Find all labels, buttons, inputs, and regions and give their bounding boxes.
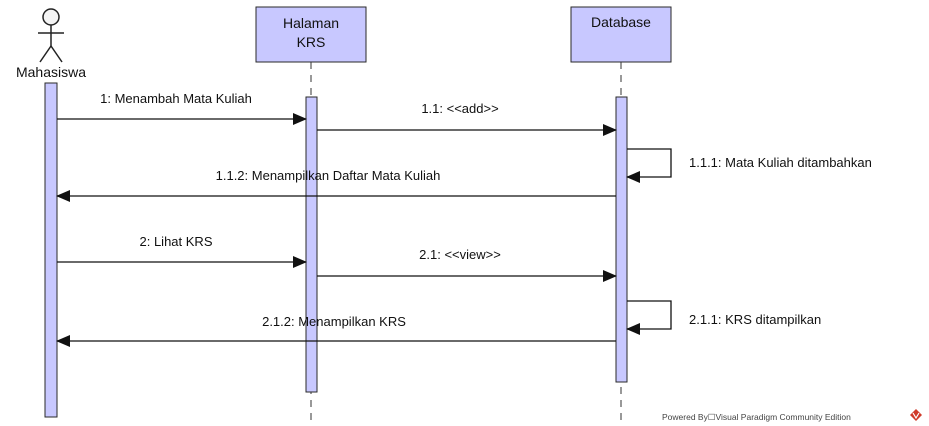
actor-label: Mahasiswa	[16, 64, 86, 80]
message-label: 2.1: <<view>>	[419, 247, 501, 262]
message-1-1: 1.1: <<add>>	[317, 101, 617, 136]
message-label: 1: Menambah Mata Kuliah	[100, 91, 252, 106]
lifeline-title-line2: KRS	[297, 34, 326, 50]
stick-figure-icon	[38, 8, 64, 63]
message-2: 2: Lihat KRS	[57, 234, 307, 268]
message-label: 1.1.2: Menampilkan Daftar Mata Kuliah	[216, 168, 441, 183]
activation-bar-mahasiswa	[44, 82, 58, 418]
message-self-arrow	[626, 300, 672, 335]
message-1-1-1-self: 1.1.1: Mata Kuliah ditambahkan	[626, 148, 872, 183]
message-label: 2: Lihat KRS	[140, 234, 213, 249]
message-2-1-1-self: 2.1.1: KRS ditampilkan	[626, 300, 821, 335]
message-label: 1.1.1: Mata Kuliah ditambahkan	[689, 155, 872, 170]
message-2-1: 2.1: <<view>>	[317, 247, 617, 282]
lifeline-title: Database	[591, 14, 651, 30]
message-label: 1.1: <<add>>	[421, 101, 498, 116]
lifeline-halaman-krs: Halaman KRS	[255, 6, 367, 420]
watermark: Powered By☐Visual Paradigm Community Edi…	[662, 409, 922, 422]
watermark-text: Powered By☐Visual Paradigm Community Edi…	[662, 412, 851, 422]
message-label: 2.1.2: Menampilkan KRS	[262, 314, 406, 329]
message-label: 2.1.1: KRS ditampilkan	[689, 312, 821, 327]
message-2-1-2: 2.1.2: Menampilkan KRS	[56, 314, 616, 347]
message-1-1-2: 1.1.2: Menampilkan Daftar Mata Kuliah	[56, 168, 616, 202]
message-1: 1: Menambah Mata Kuliah	[57, 91, 307, 125]
lifeline-header-box	[255, 6, 367, 63]
lifeline-title-line1: Halaman	[283, 15, 339, 31]
message-self-arrow	[626, 148, 672, 183]
actor-mahasiswa: Mahasiswa	[16, 8, 86, 80]
activation-bar-database	[615, 96, 628, 383]
activation-bar-halaman-krs	[305, 96, 318, 393]
visual-paradigm-logo-icon	[910, 409, 922, 421]
lifeline-database: Database	[570, 6, 672, 420]
